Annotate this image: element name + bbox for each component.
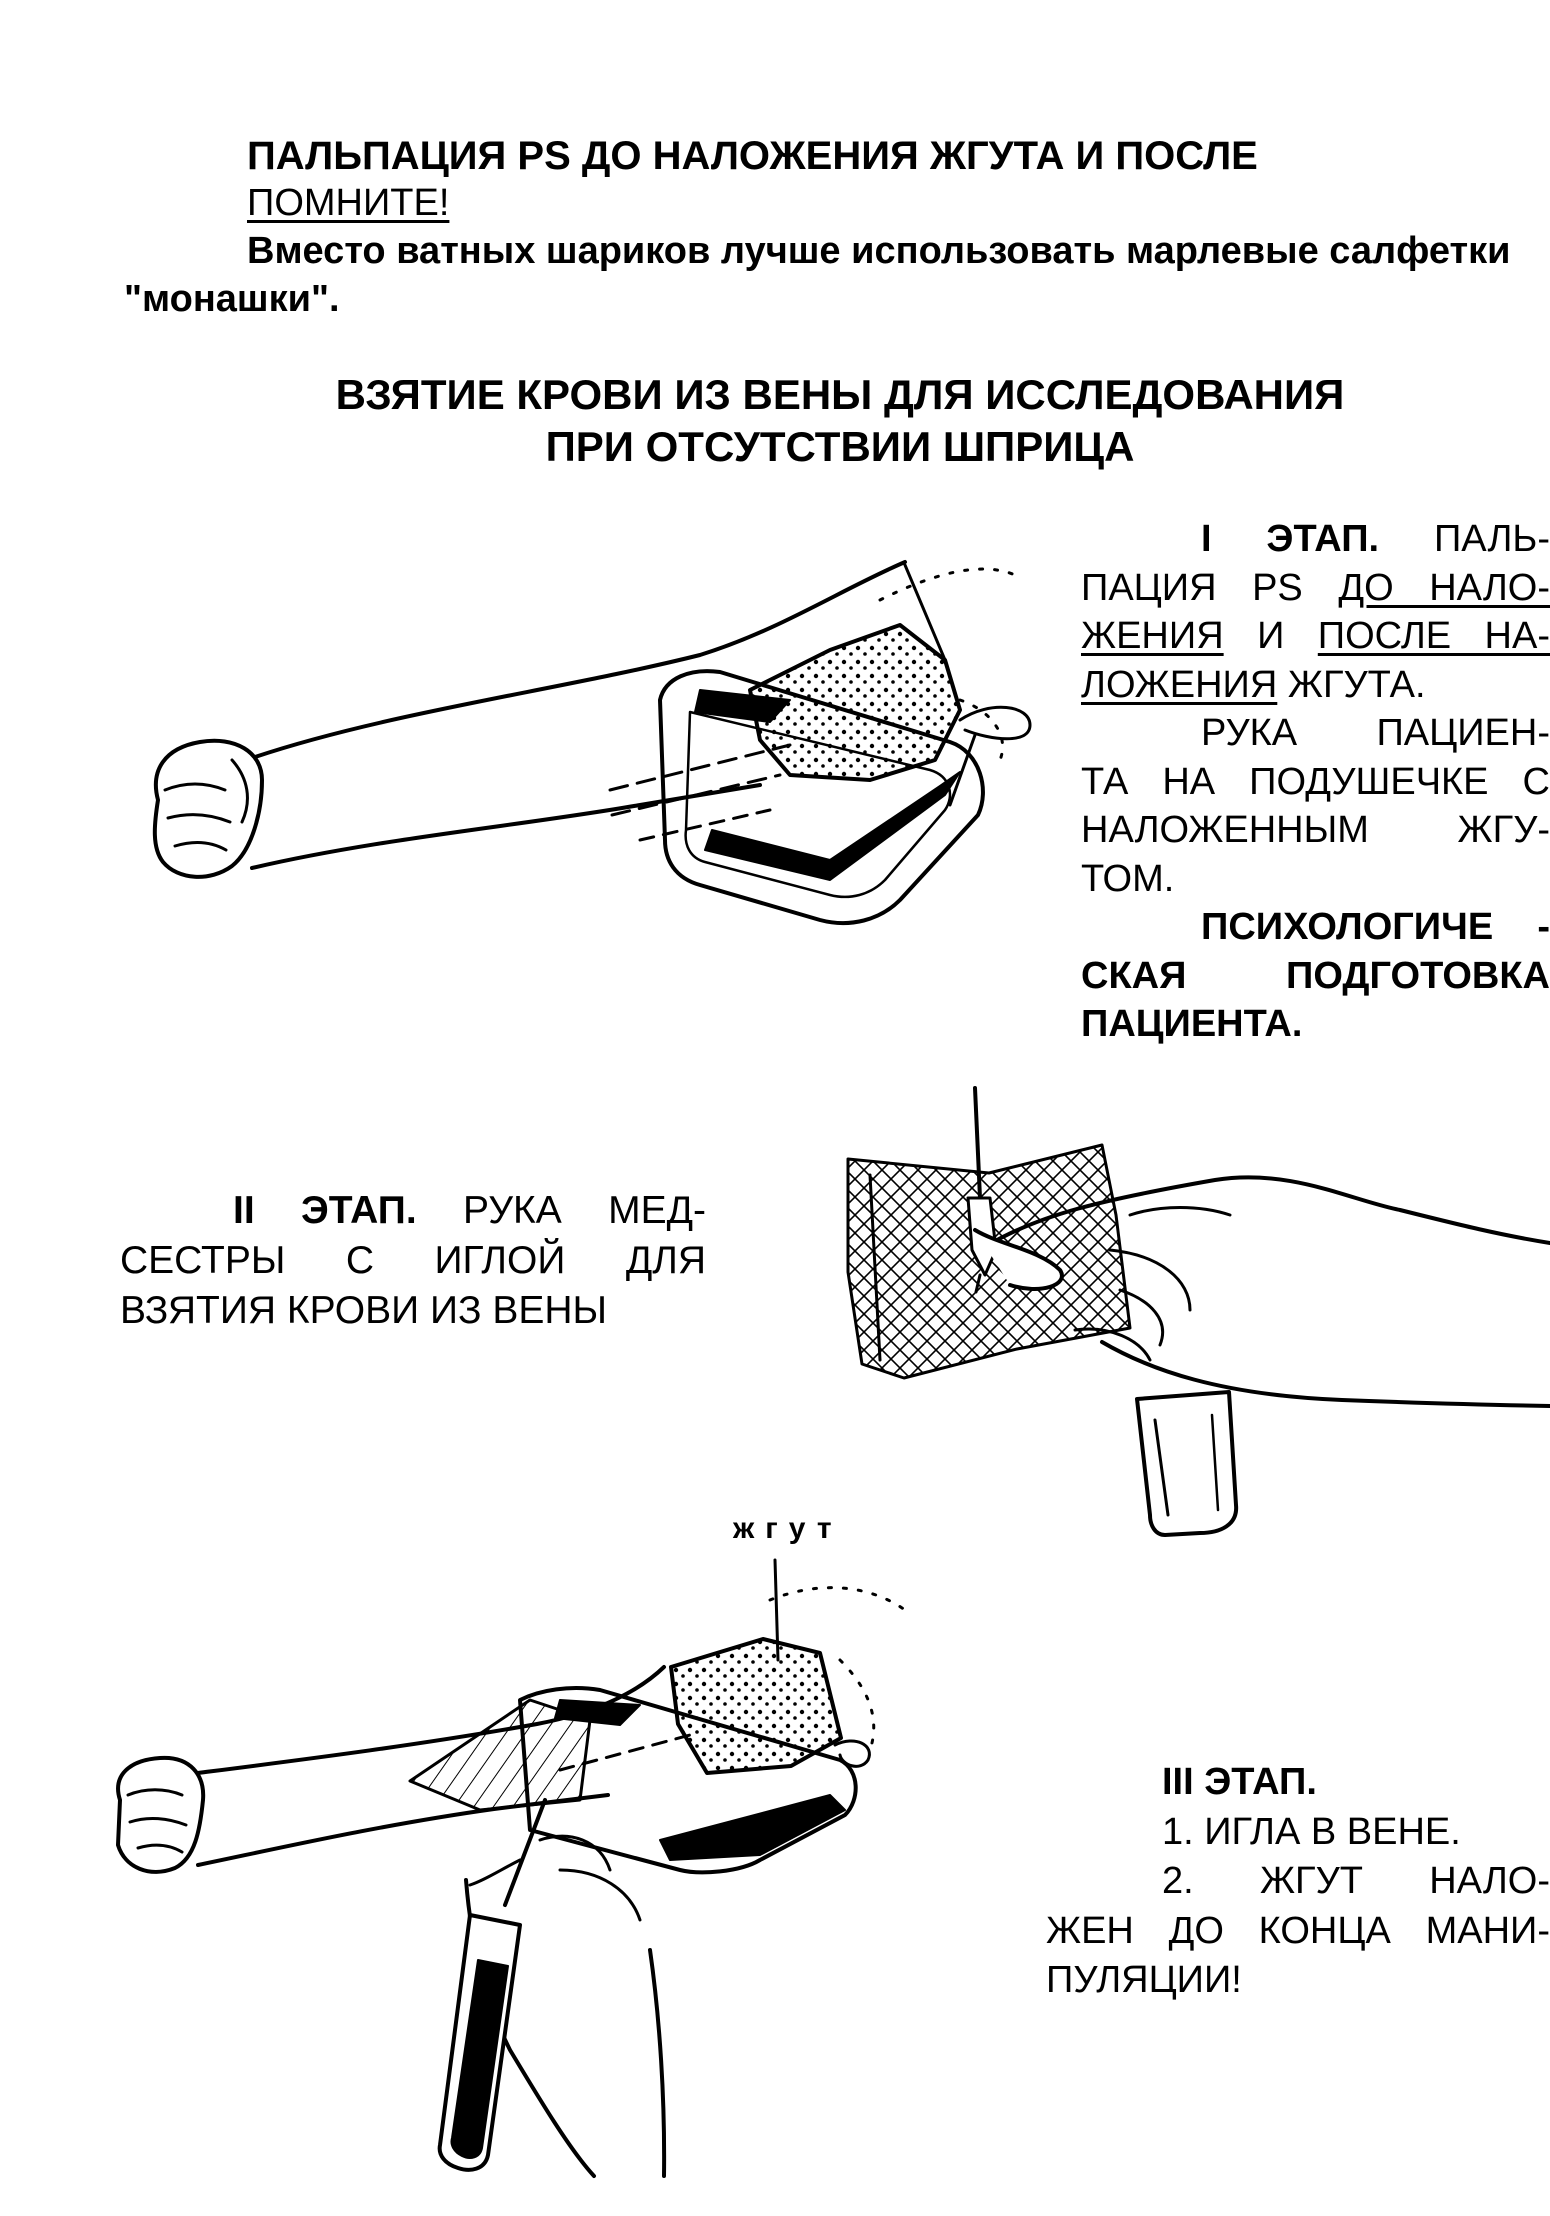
stage-1-line-bold: СКАЯ ПОДГОТОВКА — [1081, 954, 1550, 997]
stage-1-label: I ЭТАП. — [1201, 518, 1380, 560]
gauze-napkin — [408, 1698, 592, 1812]
tourniquet-pointer — [773, 1558, 780, 1662]
blood-in-tube — [450, 1959, 509, 2159]
forearm-top — [196, 1665, 666, 1775]
tourniquet-knot — [958, 705, 1032, 741]
vein — [608, 743, 792, 792]
stage-1-line: ПАЦИЯ PS ДО НАЛО- — [1081, 564, 1550, 613]
needle-hub — [966, 1196, 998, 1277]
thumb — [973, 1228, 1064, 1292]
stage-1-underlined: ДО НАЛО- — [1338, 566, 1550, 609]
pillow-shadow-top — [694, 689, 791, 723]
stage-3-line: 2. ЖГУТ НАЛО- — [1162, 1860, 1550, 1902]
hand-left-edge — [464, 1878, 596, 2178]
hand-fingers — [988, 1175, 1550, 1246]
sleeve-cuff — [669, 1637, 843, 1775]
stage-3-label: III ЭТАП. — [1162, 1761, 1317, 1803]
stage-1-text-fragment: И — [1257, 615, 1285, 657]
sleeve-cuff — [748, 623, 962, 782]
stage-1-underlined: ПОСЛЕ НА- — [1317, 615, 1550, 657]
forearm-top — [253, 560, 907, 759]
stage-1-underlined: ЛОЖЕНИЯ — [1081, 663, 1278, 706]
stage-1-line-bold: ПАЦИЕНТА. — [1081, 1003, 1303, 1045]
note-line-2: "монашки". — [124, 278, 340, 320]
tourniquet-label: жгут — [733, 1512, 843, 1545]
stage-2-label: II ЭТАП. — [233, 1189, 417, 1232]
gauze-napkin — [846, 1143, 1132, 1380]
remember-heading: ПОМНИТЕ! — [247, 182, 450, 224]
stage-2-line: ВЗЯТИЯ КРОВИ ИЗ ВЕНЫ — [120, 1289, 608, 1332]
hand-right-edge — [648, 1948, 667, 2178]
illustration-needle-in-vein — [116, 1558, 907, 2178]
vein — [638, 808, 772, 842]
needle — [973, 1086, 982, 1200]
stage-1-line: I ЭТАП. ПАЛЬ- — [1081, 515, 1550, 564]
pillow-shadow — [659, 1794, 846, 1861]
stage-1-line-bold: ПСИХОЛОГИЧЕ - — [1201, 906, 1550, 948]
stage-3-line: 1. ИГЛА В ВЕНЕ. — [1162, 1810, 1461, 1853]
stage-1-line: ТОМ. — [1081, 857, 1175, 900]
pillow — [658, 669, 985, 925]
stage-1-line: НАЛОЖЕННЫМ ЖГУ- — [1081, 809, 1550, 851]
vein — [558, 1733, 692, 1772]
stage-1-line: ЛОЖЕНИЯ ЖГУТА. — [1081, 661, 1550, 710]
header-title: ПАЛЬПАЦИЯ PS ДО НАЛОЖЕНИЯ ЖГУТА И ПОСЛЕ — [247, 134, 1258, 178]
illustration-hand-with-needle — [846, 1086, 1550, 1537]
note-line-1: Вместо ватных шариков лучше использовать… — [247, 230, 1511, 272]
stage-3-line: ПУЛЯЦИИ! — [1046, 1959, 1242, 2001]
pillow — [518, 1686, 858, 1875]
upper-sleeve — [878, 567, 1017, 602]
stage-1-text-fragment: ПАЦИЯ PS — [1081, 566, 1303, 609]
stage-1-text-fragment: ЖГУТА. — [1287, 663, 1426, 706]
test-tube — [1135, 1390, 1239, 1537]
stage-2-line: II ЭТАП. РУКА МЕД- — [120, 1186, 706, 1236]
needle — [503, 1798, 547, 1907]
stage-3-text: III ЭТАП. 1. ИГЛА В ВЕНЕ. 2. ЖГУТ НАЛО- … — [1046, 1758, 1550, 2006]
vein — [610, 773, 782, 817]
pillow-shadow-top — [554, 1699, 641, 1726]
pillow-shadow — [704, 771, 961, 881]
test-tube — [437, 1913, 522, 2172]
stage-1-line: ТА НА ПОДУШЕЧКЕ С — [1081, 760, 1550, 803]
stage-1-line: РУКА ПАЦИЕН- — [1201, 712, 1550, 754]
stage-1-text-fragment: ПАЛЬ- — [1433, 518, 1550, 560]
fist — [116, 1755, 206, 1874]
fist — [152, 738, 264, 879]
stage-2-text-fragment: РУКА МЕД- — [463, 1189, 706, 1232]
pillow-inner — [684, 710, 952, 899]
stage-1-underlined: ЖЕНИЯ — [1081, 615, 1224, 657]
stage-2-line: СЕСТРЫ С ИГЛОЙ ДЛЯ — [120, 1239, 706, 1282]
hand-wrist — [1100, 1340, 1550, 1408]
section-title-line-1: ВЗЯТИЕ КРОВИ ИЗ ВЕНЫ ДЛЯ ИССЛЕДОВАНИЯ — [335, 371, 1345, 418]
stage-2-text: II ЭТАП. РУКА МЕД- СЕСТРЫ С ИГЛОЙ ДЛЯ ВЗ… — [120, 1186, 706, 1336]
forearm-bottom — [250, 783, 762, 870]
tourniquet-knot — [833, 1739, 871, 1768]
illustration-arm-on-pillow — [152, 560, 1032, 925]
stage-1-line: ЖЕНИЯ И ПОСЛЕ НА- — [1081, 612, 1550, 661]
upper-sleeve — [768, 1586, 907, 1612]
section-title-line-2: ПРИ ОТСУТСТВИИ ШПРИЦА — [545, 423, 1135, 470]
forearm-bottom — [196, 1793, 610, 1867]
stage-3-line: ЖЕН ДО КОНЦА МАНИ- — [1046, 1909, 1550, 1952]
stage-1-text: I ЭТАП. ПАЛЬ- ПАЦИЯ PS ДО НАЛО- ЖЕНИЯ И … — [1081, 515, 1550, 1049]
